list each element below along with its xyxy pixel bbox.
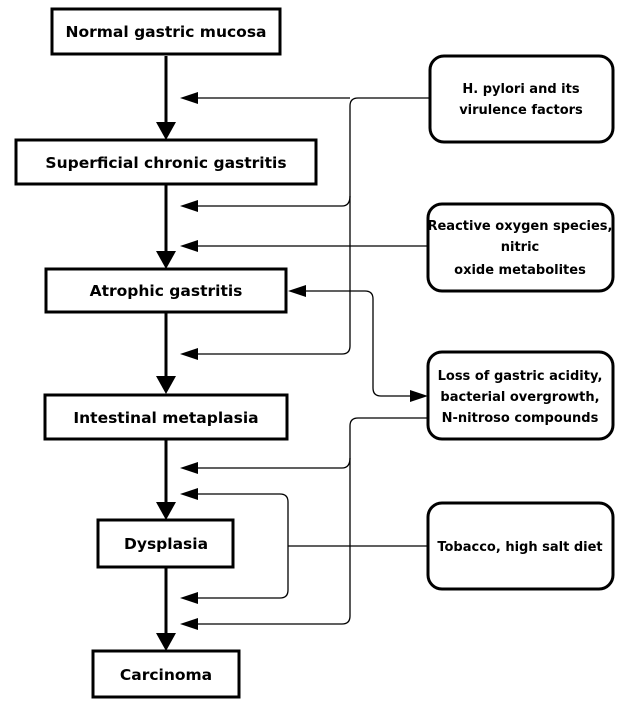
hpylori-connectors (180, 92, 430, 360)
arrowhead-to-atrophic (288, 285, 306, 297)
factor-tobacco-line-1: Tobacco, high salt diet (437, 540, 602, 555)
factor-hpylori-line-1: H. pylori and its (462, 82, 579, 97)
factor-ros-line-2: nitric (501, 240, 540, 255)
factor-acidity-line-3: N-nitroso compounds (442, 411, 599, 426)
factor-acidity-line-1: Loss of gastric acidity, (438, 369, 603, 384)
acidity-output-connectors (180, 417, 428, 630)
factor-ros-line-3: oxide metabolites (454, 263, 586, 278)
main-progression-arrows (156, 56, 176, 651)
stage-label-atrophic: Atrophic gastritis (90, 282, 243, 300)
stage-boxes: Normal gastric mucosa Superficial chroni… (14, 7, 318, 699)
stage-label-superficial: Superficial chronic gastritis (45, 154, 286, 172)
ros-connector (180, 240, 428, 252)
factor-acidity-line-2: bacterial overgrowth, (440, 390, 599, 405)
stage-metaplasia: Intestinal metaplasia (43, 393, 289, 441)
arrowhead-hpylori-2 (180, 200, 198, 212)
atrophic-acidity-connector (288, 285, 428, 402)
arrowhead-dysplasia (156, 502, 176, 520)
arrowhead-acidity-1 (180, 462, 198, 474)
arrowhead-acidity-2 (180, 618, 198, 630)
arrowhead-superficial (156, 122, 176, 140)
stage-normal: Normal gastric mucosa (50, 7, 282, 56)
stage-label-dysplasia: Dysplasia (124, 535, 208, 553)
factor-ros-line-1: Reactive oxygen species, (427, 219, 612, 234)
stage-superficial: Superficial chronic gastritis (14, 138, 318, 186)
stage-label-normal: Normal gastric mucosa (65, 23, 266, 41)
arrowhead-hpylori-1 (180, 92, 198, 104)
stage-label-metaplasia: Intestinal metaplasia (73, 409, 258, 427)
arrowhead-hpylori-3 (180, 348, 198, 360)
factor-ros: Reactive oxygen species, nitric oxide me… (426, 202, 615, 293)
factor-acidity: Loss of gastric acidity, bacterial overg… (426, 350, 615, 441)
arrowhead-to-acidity (410, 390, 428, 402)
factor-tobacco: Tobacco, high salt diet (426, 501, 615, 591)
factor-boxes: H. pylori and its virulence factors Reac… (426, 54, 615, 591)
arrowhead-atrophic (156, 251, 176, 269)
tobacco-connectors (180, 488, 428, 604)
arrowhead-metaplasia (156, 376, 176, 394)
stage-atrophic: Atrophic gastritis (44, 267, 288, 314)
arrowhead-carcinoma (156, 633, 176, 651)
arrowhead-ros (180, 240, 198, 252)
arrowhead-tobacco-2 (180, 592, 198, 604)
stage-carcinoma: Carcinoma (91, 649, 241, 699)
arrowhead-tobacco-1 (180, 488, 198, 500)
factor-hpylori-line-2: virulence factors (459, 103, 583, 118)
stage-dysplasia: Dysplasia (96, 518, 235, 569)
stage-label-carcinoma: Carcinoma (120, 666, 212, 684)
factor-hpylori: H. pylori and its virulence factors (428, 54, 615, 144)
